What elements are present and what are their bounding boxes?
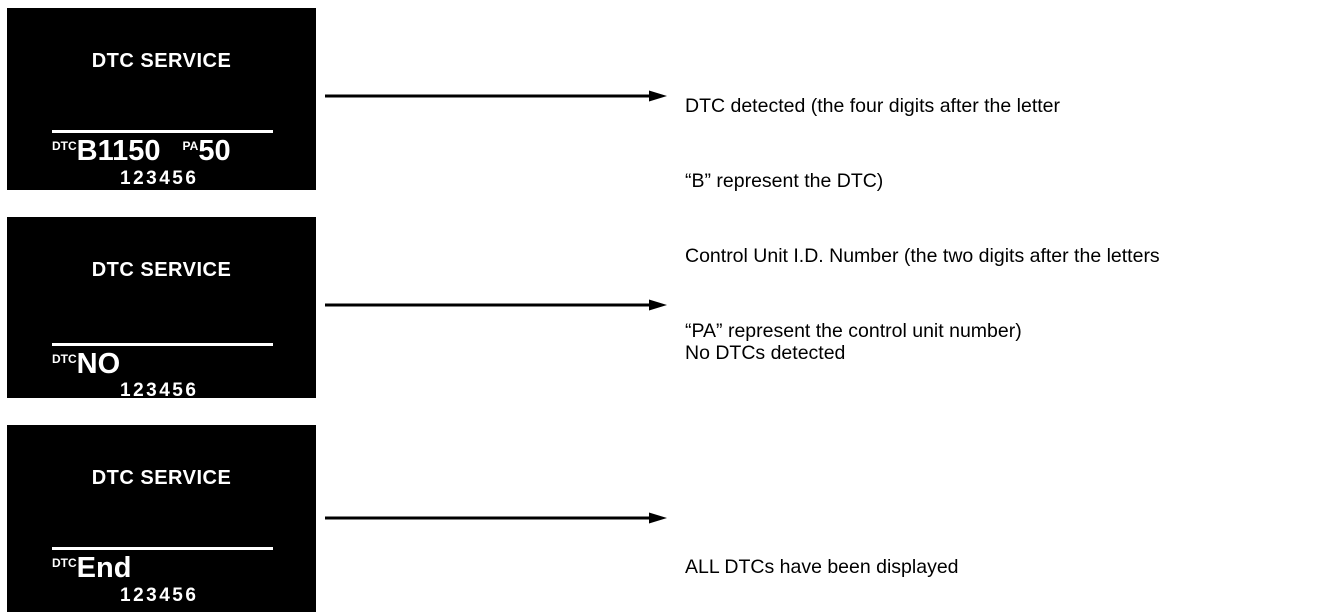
panel-title: DTC SERVICE [91, 259, 232, 281]
annotation-line: “B” represent the DTC) [685, 170, 884, 192]
dtc-code-value: NO [76, 348, 121, 380]
dtc-prefix-label: DTC [52, 139, 77, 153]
pa-prefix-label: PA [182, 139, 199, 153]
panel-divider-rule [52, 547, 273, 550]
digit-counter: 123456 [120, 168, 199, 189]
dtc-data-row: DTC NO [52, 350, 120, 379]
panel-title: DTC SERVICE [91, 50, 232, 72]
panel-title: DTC SERVICE [91, 467, 232, 489]
dtc-data-row: DTC B1150 PA 50 [52, 137, 231, 166]
annotation-line: DTC detected (the four digits after the … [685, 95, 1061, 117]
annotation-line: Control Unit I.D. Number (the two digits… [685, 245, 1160, 267]
control-unit-group: PA 50 [183, 137, 231, 166]
dtc-data-row: DTC End [52, 554, 131, 583]
dtc-prefix-label: DTC [52, 352, 77, 366]
dtc-code-value: End [76, 552, 132, 584]
annotation-line: “PA” represent the control unit number) [685, 320, 1022, 342]
dtc-display-panel-2: DTC SERVICE DTC NO 123456 [7, 217, 316, 398]
callout-arrow-3 [325, 511, 667, 525]
panel-divider-rule [52, 130, 273, 133]
annotation-text-3: ALL DTCs have been displayed [685, 505, 959, 605]
annotation-text-2: No DTCs detected [685, 291, 845, 391]
dtc-display-panel-1: DTC SERVICE DTC B1150 PA 50 123456 [7, 8, 316, 190]
callout-arrow-1 [325, 89, 667, 103]
dtc-prefix-label: DTC [52, 556, 77, 570]
annotation-text-1: DTC detected (the four digits after the … [685, 44, 1160, 369]
dtc-code-value: B1150 [76, 135, 161, 167]
annotation-line: No DTCs detected [685, 342, 846, 364]
dtc-display-panel-3: DTC SERVICE DTC End 123456 [7, 425, 316, 612]
panel-divider-rule [52, 343, 273, 346]
digit-counter: 123456 [120, 585, 199, 606]
callout-arrow-2 [325, 298, 667, 312]
annotation-line: ALL DTCs have been displayed [685, 556, 959, 578]
digit-counter: 123456 [120, 380, 199, 398]
control-unit-id-value: 50 [198, 135, 231, 167]
